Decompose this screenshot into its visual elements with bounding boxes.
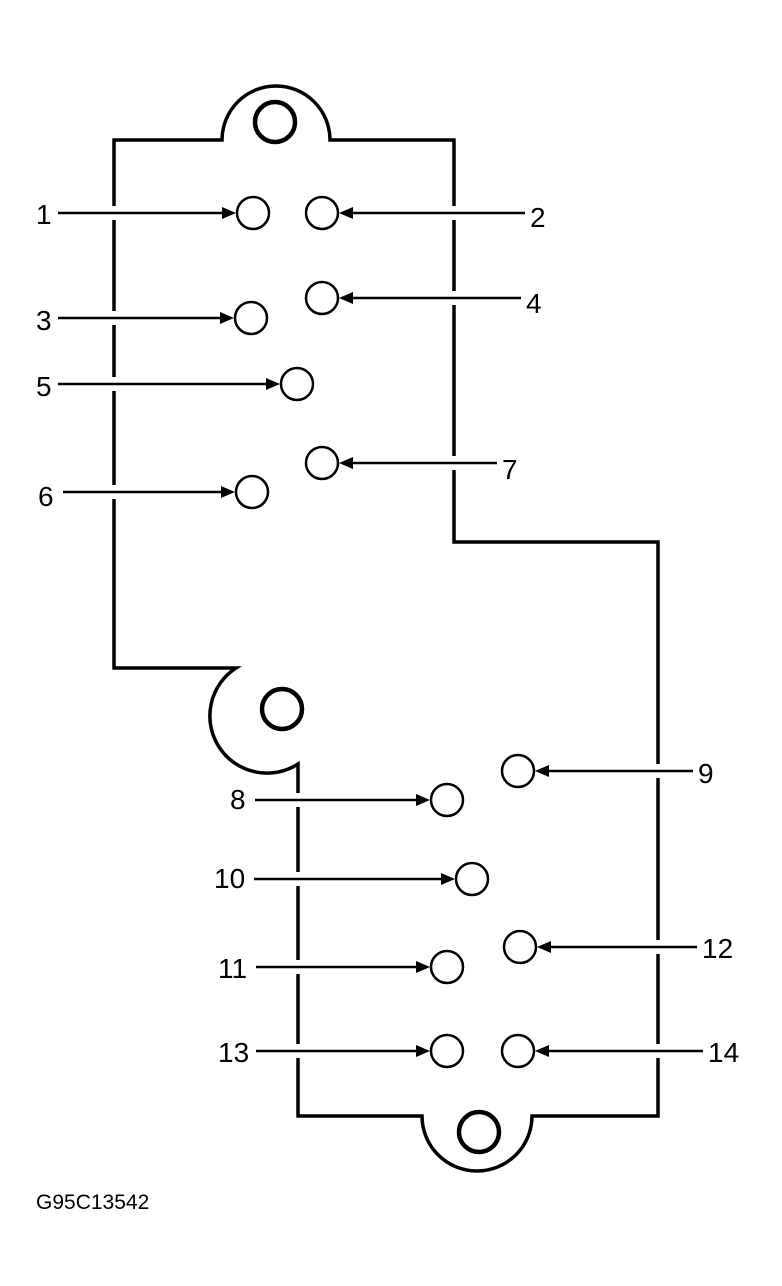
- terminal-label-6: 6: [38, 481, 54, 512]
- connector-outline: [112, 84, 660, 1173]
- terminal-label-3: 3: [36, 305, 52, 336]
- arrowhead-14: [535, 1045, 549, 1057]
- terminal-pin-8: [429, 782, 465, 818]
- terminal-pin-9: [500, 753, 536, 789]
- terminal-label-14: 14: [708, 1037, 739, 1068]
- terminal-pin-1: [235, 195, 271, 231]
- terminal-pin-2: [304, 195, 340, 231]
- arrowhead-7: [339, 457, 353, 469]
- arrowhead-6: [221, 486, 235, 498]
- terminal-pin-12: [502, 929, 538, 965]
- arrowhead-8: [416, 794, 430, 806]
- mounting-hole-middle: [259, 686, 305, 732]
- outline-gaps: [111, 206, 661, 1058]
- terminal-pin-6: [234, 474, 270, 510]
- terminal-label-9: 9: [698, 758, 714, 789]
- mounting-hole-bottom: [456, 1109, 502, 1155]
- terminal-label-11: 11: [218, 953, 247, 984]
- terminal-pin-11: [429, 949, 465, 985]
- terminal-label-10: 10: [214, 863, 245, 894]
- terminal-label-8: 8: [230, 784, 246, 815]
- terminal-label-12: 12: [702, 933, 733, 964]
- terminal-pin-5: [279, 366, 315, 402]
- mounting-hole-top: [252, 99, 298, 145]
- arrowhead-3: [220, 312, 234, 324]
- arrowhead-9: [535, 765, 549, 777]
- terminal-label-7: 7: [502, 454, 518, 485]
- arrowhead-12: [537, 941, 551, 953]
- terminal-label-13: 13: [218, 1037, 249, 1068]
- arrowhead-2: [339, 207, 353, 219]
- figure-code: G95C13542: [36, 1191, 149, 1214]
- terminal-pin-7: [304, 445, 340, 481]
- arrowhead-11: [416, 961, 430, 973]
- arrowhead-1: [222, 207, 236, 219]
- terminal-label-4: 4: [526, 288, 542, 319]
- terminal-pin-14: [500, 1033, 536, 1069]
- terminal-pin-3: [233, 300, 269, 336]
- arrowhead-4: [339, 292, 353, 304]
- terminal-pin-10: [454, 861, 490, 897]
- terminal-label-2: 2: [530, 202, 546, 233]
- terminal-label-1: 1: [36, 199, 52, 230]
- terminal-pin-13: [429, 1033, 465, 1069]
- arrowhead-13: [416, 1045, 430, 1057]
- arrowhead-10: [441, 873, 455, 885]
- arrowhead-5: [266, 378, 280, 390]
- terminal-pin-4: [304, 280, 340, 316]
- terminal-label-5: 5: [36, 371, 52, 402]
